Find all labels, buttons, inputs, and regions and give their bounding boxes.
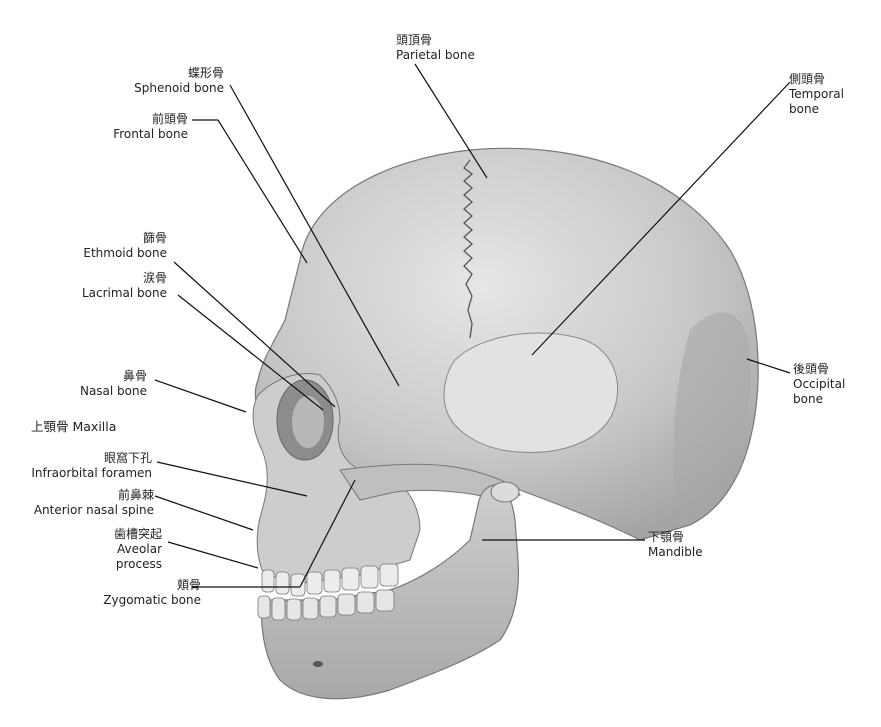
label-infraorbital: 眼窩下孔 Infraorbital foramen <box>31 451 152 480</box>
leader-lines <box>154 63 791 588</box>
label-alveolar: 歯槽突起 Aveolar process <box>113 527 162 571</box>
label-sphenoid: 蝶形骨 Sphenoid bone <box>134 66 224 95</box>
label-nasal: 鼻骨 Nasal bone <box>79 369 147 398</box>
label-zygomatic: 頬骨 Zygomatic bone <box>103 578 201 607</box>
label-mandible: 下顎骨 Mandible <box>648 530 703 559</box>
label-ethmoid: 篩骨 Ethmoid bone <box>83 231 167 260</box>
lower-teeth <box>257 589 395 621</box>
label-frontal: 前頭骨 Frontal bone <box>113 112 188 141</box>
label-maxilla: 上顎骨 Maxilla <box>31 419 117 434</box>
label-parietal: 頭頂骨 Parietal bone <box>396 33 475 62</box>
label-occipital: 後頭骨 Occipital bone <box>793 362 846 406</box>
label-lacrimal: 涙骨 Lacrimal bone <box>81 271 167 300</box>
coronal-suture <box>463 159 474 339</box>
label-anterior-nasal-spine: 前鼻棘 Anterior nasal spine <box>33 488 154 517</box>
temporal-region <box>443 332 619 453</box>
label-temporal: 側頭骨 Temporal bone <box>789 72 844 116</box>
upper-teeth <box>261 563 399 597</box>
